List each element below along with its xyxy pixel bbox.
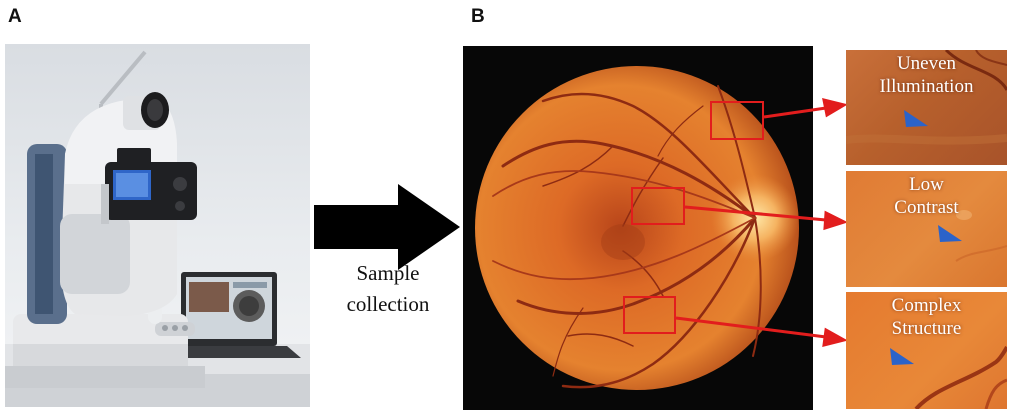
inset-label: Complex Structure: [891, 295, 962, 339]
process-arrow: [314, 184, 460, 270]
inset-texture: [914, 345, 1007, 409]
blue-triangle-icon: [904, 110, 928, 127]
retina-illustration: [475, 66, 799, 390]
fundus-camera-photo: [5, 44, 310, 407]
inset-texture: [955, 210, 1007, 262]
inset-uneven-illumination: Uneven Illumination: [846, 50, 1007, 165]
inset-low-contrast: Low Contrast: [846, 171, 1007, 287]
inset-label: Uneven Illumination: [879, 53, 974, 97]
roi-box-contrast: [631, 187, 685, 225]
process-caption-line2: collection: [346, 292, 430, 316]
fundus-image: [463, 46, 813, 410]
process-caption-line1: Sample: [356, 261, 420, 285]
connector-arrowhead-illumination: [822, 97, 848, 118]
inset-texture: [846, 50, 1007, 145]
panel-b-label: B: [471, 6, 485, 27]
connector-arrowhead-structure: [822, 327, 849, 347]
blue-triangle-icon: [938, 225, 962, 242]
roi-box-illumination: [710, 101, 764, 140]
connector-arrowhead-contrast: [823, 210, 848, 231]
inset-label: Low Contrast: [894, 174, 959, 218]
process-caption: Sample collection: [318, 258, 458, 320]
panel-a-label: A: [8, 6, 22, 27]
fundus-camera-illustration: [5, 50, 310, 407]
blue-triangle-icon: [890, 348, 914, 365]
roi-box-structure: [623, 296, 676, 334]
inset-complex-structure: Complex Structure: [846, 292, 1007, 409]
